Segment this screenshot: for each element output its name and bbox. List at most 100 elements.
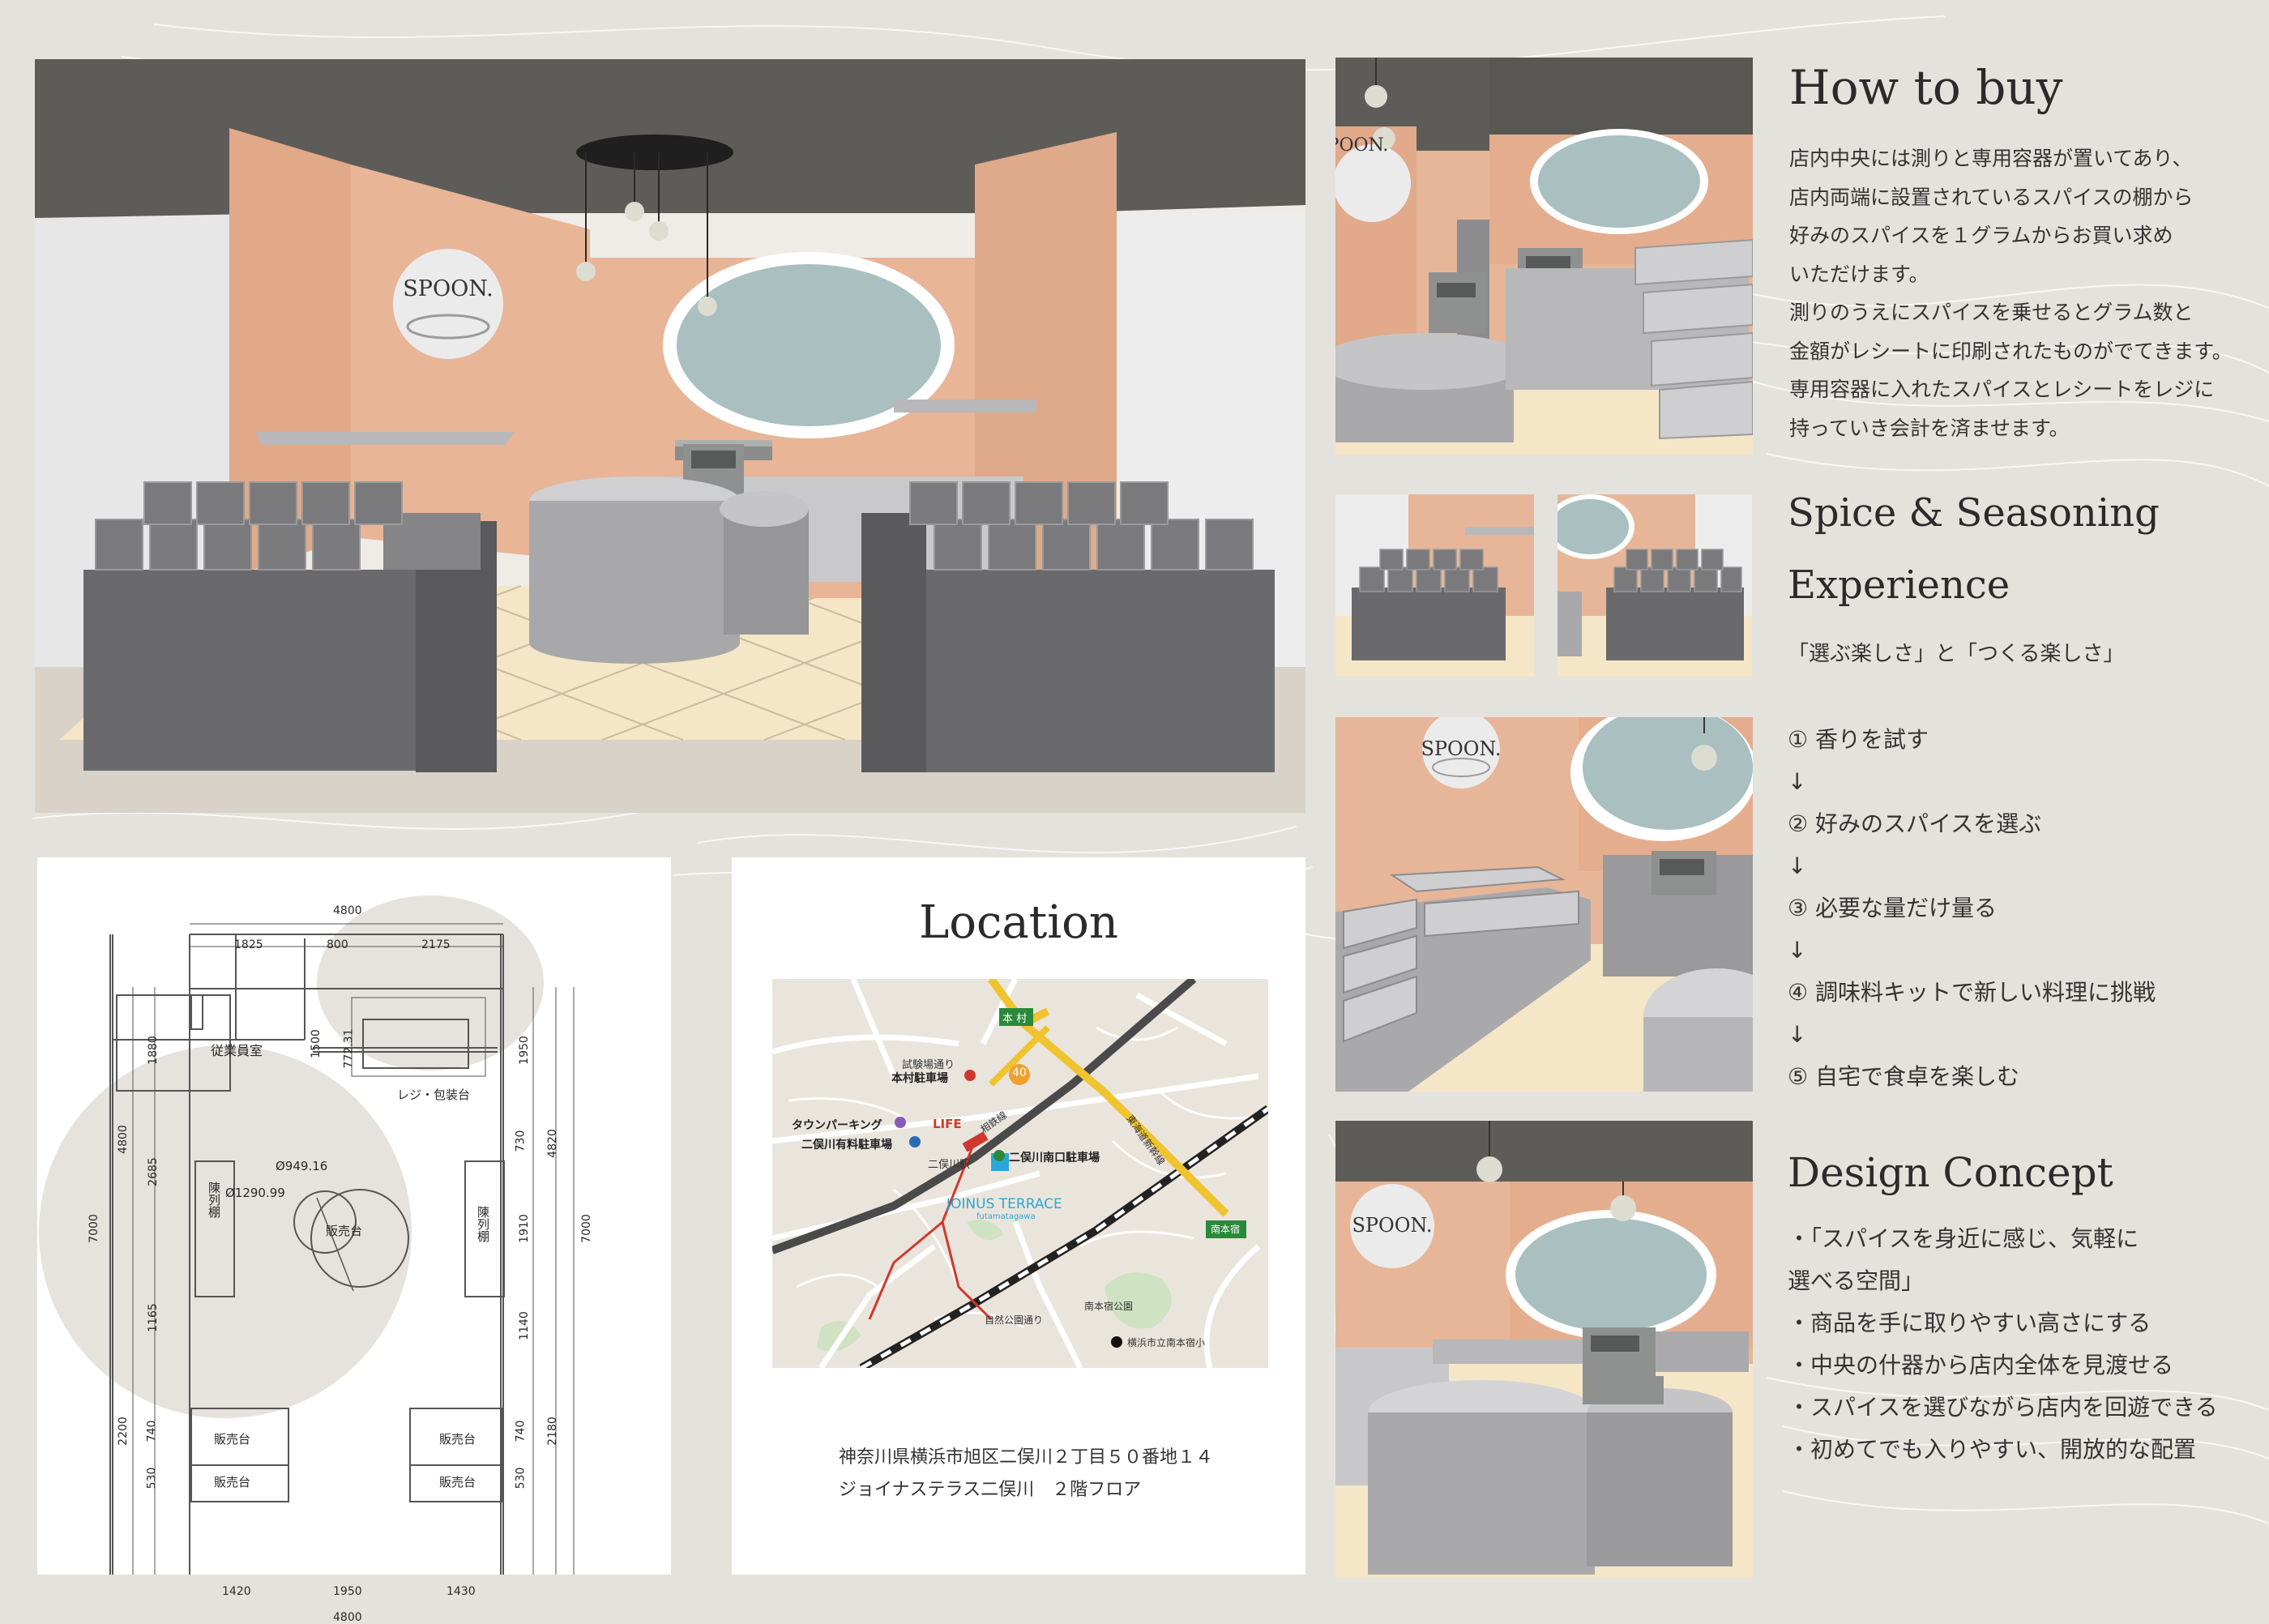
dim-top-seg-1: 1825	[234, 938, 263, 951]
dim-left-lower-2: 740	[145, 1420, 159, 1442]
experience-subtitle: 「選ぶ楽しさ」と「つくる楽しさ」	[1788, 642, 2125, 666]
step-3: ③ 必要な量だけ量る	[1788, 895, 1998, 921]
location-card: Location	[732, 857, 1305, 1575]
store-logo-sign: SPOON.	[403, 276, 494, 301]
main-store-render: SPOON.	[35, 59, 1305, 813]
step-arrow: ↓	[1788, 1021, 1807, 1048]
dim-left-seg-1: 1880	[146, 1036, 160, 1065]
dim-bottom-seg-3: 1430	[447, 1585, 476, 1598]
step-5: ⑤ 自宅で食卓を楽しむ	[1788, 1063, 2020, 1090]
address-line-1: 神奈川県横浜市旭区二俣川２丁目５０番地１４	[839, 1447, 1214, 1468]
map-label-parking-town: タウンパーキング	[792, 1119, 882, 1132]
how-to-buy-line: 測りのうえにスパイスを乗せるとグラム数と	[1789, 301, 2194, 324]
how-to-buy-text: 店内中央には測りと専用容器が置いてあり、 店内両端に設置されているスパイスの棚か…	[1789, 139, 2263, 447]
dim-top-seg-3: 2175	[421, 938, 451, 951]
label-diam-1290: Ø1290.99	[225, 1186, 285, 1200]
dim-bottom-seg-1: 1420	[222, 1585, 251, 1598]
dim-bottom-total: 4800	[333, 1611, 362, 1624]
how-to-buy-line: 金額がレシートに印刷されたものがでてきます。	[1789, 339, 2233, 363]
label-sale-table-2: 販売台	[439, 1432, 476, 1447]
design-concept-title: Design Concept	[1788, 1149, 2113, 1196]
map-label-street-shiken: 試験場通り	[902, 1059, 955, 1071]
render-spice-shelves-left	[1335, 494, 1534, 677]
map-label-station: 二俣川駅	[928, 1159, 971, 1171]
dim-right-lower-1: 2180	[545, 1417, 559, 1446]
dim-right-seg-2: 730	[514, 1130, 528, 1152]
how-to-buy-line: 専用容器に入れたスパイスとレシートをレジに	[1789, 378, 2215, 401]
map-label-minami-park: 南本宿公園	[1084, 1301, 1134, 1312]
concept-line: ・中央の什器から店内全体を見渡せる	[1788, 1352, 2174, 1378]
map-label-honmura: 本 村	[1002, 1013, 1028, 1025]
dim-left-lower-3: 530	[145, 1467, 159, 1489]
dim-bottom-seg-2: 1950	[333, 1585, 362, 1598]
dim-right-lower-2: 740	[514, 1420, 528, 1442]
how-to-buy-line: いただけます。	[1789, 262, 1929, 286]
step-arrow: ↓	[1788, 937, 1807, 964]
dim-top-seg-2: 800	[327, 938, 348, 951]
map-label-joinus: JOINUS TERRACE	[946, 1196, 1062, 1212]
label-shelf-left: 陳列棚	[207, 1182, 221, 1218]
dim-right-seg-1: 1950	[517, 1036, 531, 1065]
step-arrow: ↓	[1788, 853, 1807, 879]
experience-steps: ① 香りを試す ↓ ② 好みのスパイスを選ぶ ↓ ③ 必要な量だけ量る ↓ ④ …	[1788, 719, 2156, 1098]
dim-right-seg-4: 1140	[517, 1311, 531, 1340]
concept-line: ・「スパイスを身近に感じ、気軽に	[1788, 1225, 2139, 1252]
label-diam-949: Ø949.16	[276, 1159, 328, 1173]
how-to-buy-title: How to buy	[1789, 60, 2063, 115]
dim-left-lower-1: 2200	[116, 1417, 130, 1446]
render-logo-sign-3: SPOON.	[1352, 1214, 1433, 1237]
floor-plan-drawing	[39, 895, 575, 1575]
render-logo-sign-1: SPOON.	[1335, 135, 1389, 156]
dim-right-lower-3: 530	[514, 1467, 528, 1489]
experience-title-line1: Spice & Seasoning	[1788, 490, 2160, 536]
how-to-buy-line: 持っていき会計を済ませます。	[1789, 416, 2070, 440]
dim-right-seg-3: 1910	[517, 1214, 531, 1243]
concept-line: ・商品を手に取りやすい高さにする	[1788, 1310, 2151, 1336]
concept-line: ・初めてでも入りやすい、開放的な配置	[1788, 1436, 2197, 1463]
design-concept-text: ・「スパイスを身近に感じ、気軽に 選べる空間」 ・商品を手に取りやすい高さにする…	[1788, 1218, 2262, 1471]
dim-right-outer: 7000	[579, 1214, 593, 1243]
dim-772: 772.31	[342, 1028, 356, 1069]
map-label-parking-paid: 二俣川有料駐車場	[801, 1139, 892, 1152]
render-spice-shelves-right	[1558, 494, 1752, 677]
label-sale-table-1: 販売台	[214, 1432, 251, 1447]
label-shelf-right: 陳列棚	[476, 1206, 490, 1242]
map-label-minamihonjuku: 南本宿	[1211, 1224, 1241, 1235]
location-map[interactable]: 本 村 40 試験場通り 本村駐車場 タウンパーキング 二俣川有料駐車場 LIF…	[772, 979, 1268, 1368]
how-to-buy-line: 店内中央には測りと専用容器が置いてあり、	[1789, 147, 2193, 170]
dim-left-seg-2: 2685	[146, 1157, 160, 1186]
map-label-school: 横浜市立南本宿小	[1127, 1337, 1206, 1348]
dim-right-total: 4820	[545, 1129, 559, 1158]
map-label-parking-honmura: 本村駐車場	[891, 1072, 948, 1085]
map-label-joinus-sub: futamatagawa	[976, 1212, 1036, 1221]
step-arrow: ↓	[1788, 768, 1807, 795]
concept-line: 選べる空間」	[1788, 1267, 1925, 1294]
how-to-buy-line: 好みのスパイスを１グラムからお買い求め	[1789, 224, 2173, 247]
dim-left-outer: 7000	[87, 1214, 100, 1243]
concept-line: ・スパイスを選びながら店内を回遊できる	[1788, 1394, 2218, 1421]
label-staff-room: 従業員室	[211, 1043, 263, 1058]
address-line-2: ジョイナステラス二俣川 ２階フロア	[839, 1480, 1142, 1500]
label-center-table: 販売台	[326, 1224, 363, 1238]
label-register: レジ・包装台	[397, 1088, 471, 1102]
location-title: Location	[919, 896, 1118, 949]
dim-1500: 1500	[309, 1029, 323, 1058]
render-counter-view: SPOON.	[1335, 58, 1753, 455]
label-sale-table-4: 販売台	[439, 1475, 476, 1489]
experience-title-line2: Experience	[1788, 562, 2010, 608]
map-label-shizen-park: 自然公園通り	[985, 1314, 1044, 1326]
render-logo-sign-2: SPOON.	[1421, 737, 1502, 760]
step-4: ④ 調味料キットで新しい料理に挑戦	[1788, 979, 2156, 1006]
render-shelf-detail: SPOON.	[1335, 717, 1753, 1092]
map-label-life: LIFE	[933, 1117, 962, 1131]
dim-left-total: 4800	[116, 1125, 130, 1154]
step-1: ① 香りを試す	[1788, 726, 1929, 753]
dim-top-total: 4800	[333, 904, 362, 917]
label-sale-table-3: 販売台	[214, 1475, 251, 1489]
step-2: ② 好みのスパイスを選ぶ	[1788, 810, 2042, 837]
floor-plan-card: 4800 1825 800 2175 1420 1950 1430 4800 7…	[37, 857, 671, 1624]
render-entrance-view: SPOON.	[1335, 1121, 1753, 1578]
dim-left-seg-3: 1165	[146, 1303, 160, 1332]
map-label-route-40: 40	[1012, 1066, 1027, 1079]
map-label-parking-south: 二俣川南口駐車場	[1009, 1152, 1100, 1165]
